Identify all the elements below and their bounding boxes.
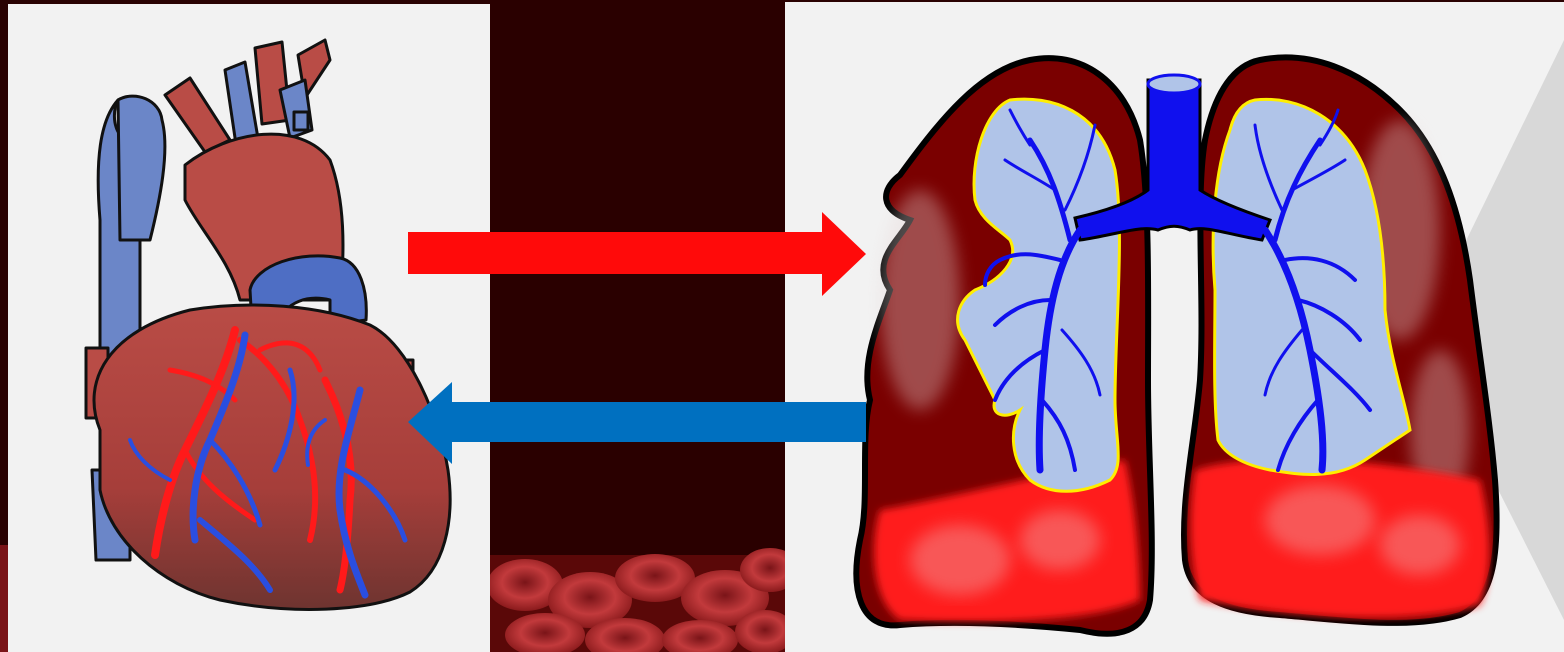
red-blood-cells-icon: [487, 548, 800, 652]
blood-strip: [487, 0, 800, 652]
heart-panel: [8, 4, 490, 652]
lungs-panel: [785, 2, 1564, 652]
